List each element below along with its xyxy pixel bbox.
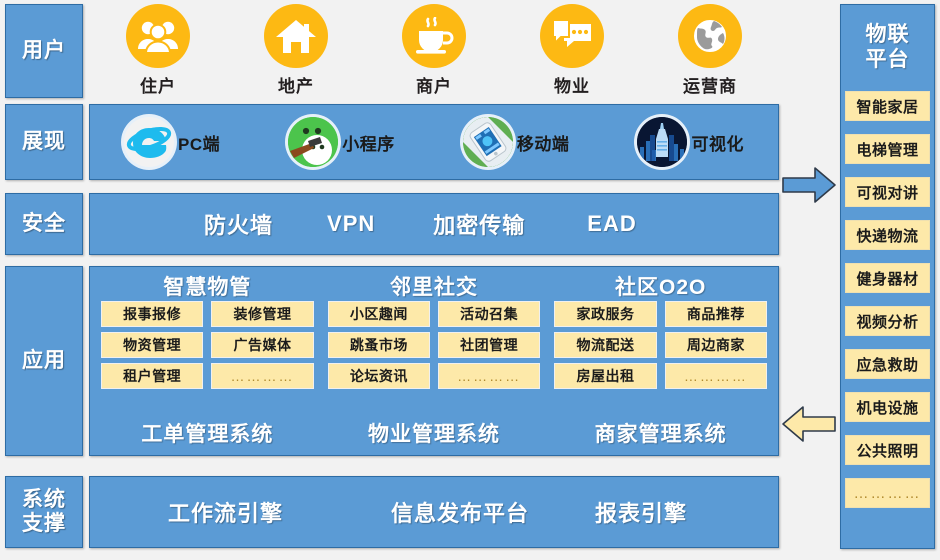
wechat-miniprogram-icon [288, 117, 339, 167]
security-item-encrypted-transmission[interactable]: 加密传输 [433, 213, 526, 238]
user-item-label: 商户 [416, 77, 452, 96]
smartphone-icon [462, 117, 513, 167]
app-tile[interactable]: 房屋出租 [554, 363, 657, 389]
user-layer-row: 住户 地产 商户 [89, 4, 779, 98]
globe-icon [678, 4, 742, 68]
user-item-label: 运营商 [683, 77, 737, 96]
support-item-workflow-engine[interactable]: 工作流引擎 [168, 501, 284, 526]
layer-label-application-text: 应用 [22, 349, 66, 373]
arrow-to-iot [781, 165, 837, 210]
application-column-community-o2o: 社区O2O 家政服务 商品推荐 物流配送 周边商家 房屋出租 ………… 商家管理… [549, 271, 772, 451]
iot-tile[interactable]: 智能家居 [845, 91, 930, 121]
people-icon [126, 4, 190, 68]
layer-label-user-text: 用户 [22, 39, 66, 63]
layer-label-support-text: 系统 支撑 [22, 488, 66, 535]
user-item-resident[interactable]: 住户 [99, 4, 217, 97]
application-column-title: 社区O2O [615, 276, 707, 299]
app-tile[interactable]: 商品推荐 [664, 301, 768, 327]
presentation-item-label: 小程序 [342, 134, 395, 154]
house-icon [264, 4, 328, 68]
application-column-smart-property: 智慧物管 报事报修 装修管理 物资管理 广告媒体 租户管理 ………… 工单管理系… [96, 271, 319, 451]
internet-explorer-icon [124, 117, 175, 167]
iot-tile[interactable]: 快递物流 [845, 220, 930, 250]
layer-label-support: 系统 支撑 [5, 476, 83, 548]
app-tile[interactable]: 周边商家 [664, 332, 768, 358]
security-item-vpn[interactable]: VPN [327, 211, 376, 236]
app-tile[interactable]: 小区趣闻 [327, 301, 430, 327]
support-layer-panel: 工作流引擎 信息发布平台 报表引擎 [89, 476, 779, 548]
layer-label-presentation-text: 展现 [22, 130, 66, 154]
iot-tile[interactable]: 可视对讲 [845, 177, 930, 207]
application-tile-grid: 家政服务 商品推荐 物流配送 周边商家 房屋出租 ………… [549, 301, 772, 389]
app-tile[interactable]: 报事报修 [101, 301, 204, 327]
application-column-neighborhood-social: 邻里社交 小区趣闻 活动召集 跳蚤市场 社团管理 论坛资讯 ………… 物业管理系… [323, 271, 546, 451]
security-layer-panel: 防火墙 VPN 加密传输 EAD [89, 193, 779, 255]
layer-label-application: 应用 [5, 266, 83, 456]
presentation-item-label: 移动端 [516, 134, 570, 154]
user-item-label: 地产 [278, 77, 314, 96]
app-tile[interactable]: 物流配送 [554, 332, 657, 358]
iot-tile-more[interactable]: ………… [845, 478, 930, 508]
iot-tile[interactable]: 机电设施 [845, 392, 930, 422]
app-tile-more[interactable]: ………… [438, 363, 541, 389]
app-tile[interactable]: 物资管理 [101, 332, 204, 358]
presentation-item-label: PC端 [178, 134, 221, 154]
security-item-ead[interactable]: EAD [587, 211, 637, 236]
presentation-item-pc[interactable]: PC端 [124, 117, 220, 167]
iot-tile[interactable]: 视频分析 [845, 306, 930, 336]
security-item-firewall[interactable]: 防火墙 [204, 213, 274, 238]
user-item-realestate[interactable]: 地产 [237, 4, 355, 97]
application-layer-panel: 智慧物管 报事报修 装修管理 物资管理 广告媒体 租户管理 ………… 工单管理系… [89, 266, 779, 456]
iot-tile[interactable]: 公共照明 [845, 435, 930, 465]
arrow-from-iot [781, 404, 837, 449]
application-column-footer: 物业管理系统 [368, 423, 500, 446]
data-visualization-icon [637, 117, 688, 167]
user-item-property[interactable]: 物业 [513, 4, 631, 97]
iot-tile[interactable]: 应急救助 [845, 349, 930, 379]
app-tile[interactable]: 广告媒体 [211, 332, 314, 358]
support-item-info-publish-platform[interactable]: 信息发布平台 [391, 501, 530, 526]
iot-platform-list: 智能家居 电梯管理 可视对讲 快递物流 健身器材 视频分析 应急救助 机电设施 … [841, 91, 934, 521]
presentation-layer-panel: PC端 小程序 [89, 104, 779, 180]
layer-label-presentation: 展现 [5, 104, 83, 180]
presentation-item-mobile[interactable]: 移动端 [462, 117, 570, 167]
app-tile[interactable]: 装修管理 [211, 301, 314, 327]
presentation-item-label: 可视化 [691, 134, 744, 154]
app-tile[interactable]: 租户管理 [101, 363, 204, 389]
application-column-title: 邻里社交 [390, 276, 478, 299]
app-tile-more[interactable]: ………… [664, 363, 768, 389]
application-column-footer: 工单管理系统 [141, 423, 274, 446]
presentation-item-visualization[interactable]: 可视化 [637, 117, 744, 167]
iot-tile[interactable]: 健身器材 [845, 263, 930, 293]
application-tile-grid: 报事报修 装修管理 物资管理 广告媒体 租户管理 ………… [96, 301, 319, 389]
application-column-footer: 商家管理系统 [594, 423, 727, 446]
application-column-title: 智慧物管 [163, 276, 252, 299]
presentation-item-miniprogram[interactable]: 小程序 [288, 117, 395, 167]
layer-label-security: 安全 [5, 193, 83, 255]
layer-label-security-text: 安全 [22, 212, 66, 236]
app-tile[interactable]: 社团管理 [438, 332, 541, 358]
user-item-merchant[interactable]: 商户 [375, 4, 493, 97]
app-tile-more[interactable]: ………… [211, 363, 314, 389]
user-item-label: 住户 [140, 77, 176, 96]
support-item-report-engine[interactable]: 报表引擎 [595, 501, 688, 526]
user-item-label: 物业 [554, 77, 590, 96]
iot-platform-column: 物联 平台 智能家居 电梯管理 可视对讲 快递物流 健身器材 视频分析 应急救助… [840, 4, 935, 549]
chat-bubbles-icon [540, 4, 604, 68]
user-item-operator[interactable]: 运营商 [651, 4, 769, 97]
coffee-cup-icon [402, 4, 466, 68]
app-tile[interactable]: 家政服务 [554, 301, 657, 327]
app-tile[interactable]: 活动召集 [438, 301, 541, 327]
app-tile[interactable]: 论坛资讯 [327, 363, 430, 389]
app-tile[interactable]: 跳蚤市场 [327, 332, 430, 358]
iot-tile[interactable]: 电梯管理 [845, 134, 930, 164]
iot-platform-title: 物联 平台 [865, 23, 910, 71]
layer-label-user: 用户 [5, 4, 83, 98]
application-tile-grid: 小区趣闻 活动召集 跳蚤市场 社团管理 论坛资讯 ………… [323, 301, 546, 389]
